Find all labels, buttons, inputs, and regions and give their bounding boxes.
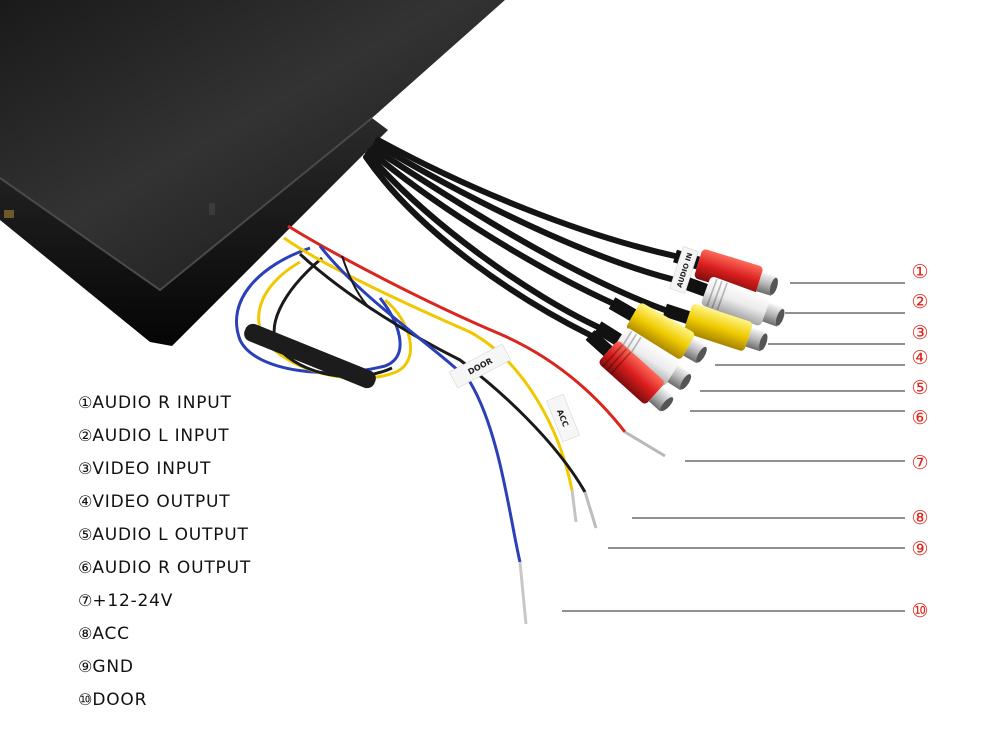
legend: ①AUDIO R INPUT ②AUDIO L INPUT ③VIDEO INP…: [78, 386, 251, 716]
wire-red: [287, 224, 627, 433]
callout-number-1: ①: [911, 261, 929, 283]
av-cable-3: [370, 145, 668, 313]
connector-metal-tip: [648, 386, 674, 412]
callout-number-7: ⑦: [911, 452, 929, 474]
connector-ribs: [706, 278, 728, 311]
connector-ribs: [602, 344, 632, 375]
legend-label: ACC: [92, 624, 130, 644]
legend-label: VIDEO OUTPUT: [92, 492, 231, 512]
legend-label: AUDIO R INPUT: [92, 393, 232, 413]
callout-number-9: ⑨: [911, 538, 929, 560]
legend-number: ⑤: [78, 525, 93, 544]
connector-body: [626, 303, 695, 359]
device-top-face: [0, 0, 505, 290]
tag-label-background: [546, 393, 580, 443]
legend-number: ⑨: [78, 657, 93, 676]
legend-number: ⑩: [78, 690, 93, 709]
legend-item: ①AUDIO R INPUT: [78, 386, 251, 419]
wire-yellow: [283, 236, 574, 491]
connector-body: [701, 277, 770, 326]
connector-metal-tip: [683, 338, 707, 364]
legend-number: ④: [78, 492, 93, 511]
connector-body: [612, 328, 680, 386]
wire-red-stripped-tip: [624, 430, 666, 458]
rca-connector-3-yellow: [662, 303, 768, 352]
connector-pin: [696, 346, 707, 363]
connector-pin: [759, 333, 768, 351]
legend-item: ⑥AUDIO R OUTPUT: [78, 551, 251, 584]
legend-number: ③: [78, 459, 93, 478]
legend-item: ⑧ACC: [78, 617, 251, 650]
callout-number-6: ⑥: [911, 407, 929, 429]
device-side-port: [4, 210, 14, 218]
legend-label: GND: [92, 657, 134, 677]
device-edge-highlight: [0, 117, 373, 292]
cable-tag-acc: ACC: [546, 393, 580, 443]
av-cable-1: [375, 137, 678, 259]
cable-tag-door: DOOR: [448, 343, 512, 389]
legend-label: AUDIO R OUTPUT: [92, 558, 252, 578]
legend-number: ⑦: [78, 591, 93, 610]
legend-label: +12-24V: [92, 591, 174, 611]
callout-number-2: ②: [911, 291, 929, 313]
connector-boot: [662, 303, 691, 324]
wire-black: [298, 252, 587, 493]
device-side-face: [0, 118, 388, 346]
callout-number-5: ⑤: [911, 377, 929, 399]
legend-item: ⑤AUDIO L OUTPUT: [78, 518, 251, 551]
legend-number: ⑥: [78, 558, 93, 577]
connector-pin: [680, 374, 692, 390]
connector-pin: [775, 309, 785, 326]
connector-boot: [585, 330, 613, 357]
av-cable-5: [365, 151, 601, 330]
callout-number-8: ⑧: [911, 507, 929, 529]
legend-item: ②AUDIO L INPUT: [78, 419, 251, 452]
rca-connector-4-yellow: [608, 297, 707, 364]
av-cable-4: [367, 148, 615, 306]
av-cable-6: [363, 154, 593, 338]
wire-black-stripped-tip: [583, 491, 598, 529]
connector-boot: [608, 297, 637, 321]
connector-body: [684, 303, 753, 351]
connector-body: [694, 249, 763, 296]
legend-item: ③VIDEO INPUT: [78, 452, 251, 485]
device-button-notch: [209, 203, 215, 215]
legend-number: ②: [78, 426, 93, 445]
connector-boot: [594, 321, 623, 346]
tag-label-background: [448, 343, 512, 389]
wire-yellow-stripped-tip: [570, 489, 578, 523]
heat-shrink-tube: [244, 323, 376, 389]
legend-label: VIDEO INPUT: [92, 459, 212, 479]
legend-item: ⑩DOOR: [78, 683, 251, 716]
callout-number-4: ④: [911, 347, 929, 369]
connector-body: [599, 341, 664, 404]
rca-connector-6-red: [585, 330, 674, 412]
legend-item: ④VIDEO OUTPUT: [78, 485, 251, 518]
legend-label: DOOR: [92, 690, 148, 710]
wire-blue: [318, 245, 522, 563]
legend-number: ①: [78, 393, 93, 412]
callout-number-3: ③: [911, 322, 929, 344]
wire-blue-loop: [235, 246, 402, 375]
legend-label: AUDIO L INPUT: [92, 426, 230, 446]
wire-thin-black: [341, 255, 373, 311]
tag-label-background: [669, 246, 699, 294]
connector-pin: [769, 277, 778, 295]
legend-item: ⑨GND: [78, 650, 251, 683]
av-cable-2: [373, 141, 686, 285]
connector-metal-tip: [667, 365, 691, 391]
wire-blue-stripped-tip: [518, 561, 528, 625]
connector-pin: [660, 397, 674, 412]
rca-connector-5-white: [594, 321, 692, 391]
callout-number-10: ⑩: [911, 600, 929, 622]
legend-item: ⑦+12-24V: [78, 584, 251, 617]
legend-label: AUDIO L OUTPUT: [92, 525, 249, 545]
legend-number: ⑧: [78, 624, 93, 643]
